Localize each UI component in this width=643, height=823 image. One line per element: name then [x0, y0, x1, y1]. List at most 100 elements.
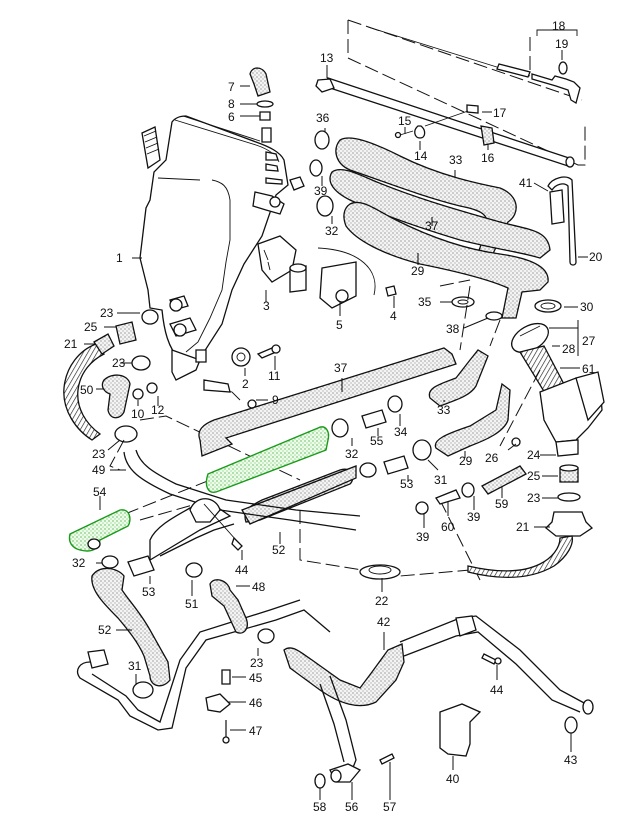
label-32-left[interactable]: 32	[72, 556, 86, 570]
label-23-e[interactable]: 23	[250, 656, 264, 670]
nut-26[interactable]	[511, 437, 521, 447]
corrugated-hose-21-lower[interactable]	[467, 535, 574, 579]
label-39-center[interactable]: 39	[416, 530, 430, 544]
label-47[interactable]: 47	[249, 724, 263, 738]
clamp-8[interactable]	[256, 100, 274, 108]
clamp-23-e[interactable]	[257, 628, 275, 644]
label-22[interactable]: 22	[375, 594, 389, 608]
label-52-lower[interactable]: 52	[98, 623, 112, 637]
hose-29-upper[interactable]	[343, 201, 549, 319]
fitting-21-right[interactable]	[545, 511, 594, 537]
label-35[interactable]: 35	[418, 295, 432, 309]
label-25-left[interactable]: 25	[84, 320, 98, 334]
label-1[interactable]: 1	[116, 251, 123, 265]
label-38[interactable]: 38	[446, 322, 460, 336]
label-55[interactable]: 55	[370, 434, 384, 448]
grommet-22[interactable]	[359, 564, 401, 580]
bolt-11[interactable]	[256, 344, 281, 359]
label-23-c[interactable]: 23	[92, 447, 106, 461]
label-31-lower[interactable]: 31	[128, 659, 142, 673]
bracket-44[interactable]	[189, 498, 243, 551]
oil-tube[interactable]	[315, 77, 575, 168]
label-51[interactable]: 51	[185, 597, 199, 611]
label-17[interactable]: 17	[493, 106, 507, 120]
label-3[interactable]: 3	[263, 299, 270, 313]
label-12[interactable]: 12	[151, 403, 165, 417]
label-41[interactable]: 41	[519, 176, 533, 190]
pipe-42[interactable]	[283, 615, 594, 715]
label-21-left[interactable]: 21	[64, 337, 78, 351]
clamp-36[interactable]	[314, 130, 330, 150]
label-14[interactable]: 14	[414, 149, 428, 163]
label-8[interactable]: 8	[228, 97, 235, 111]
bolt-57[interactable]	[379, 753, 395, 765]
label-13[interactable]: 13	[320, 51, 334, 65]
label-25-right[interactable]: 25	[527, 469, 541, 483]
label-21-right[interactable]: 21	[516, 520, 530, 534]
cap-6[interactable]	[259, 111, 271, 121]
label-44-center[interactable]: 44	[235, 563, 249, 577]
clamp-39-top[interactable]	[309, 159, 323, 177]
label-27[interactable]: 27	[582, 334, 596, 348]
hose-52-lower[interactable]	[91, 567, 171, 687]
label-58[interactable]: 58	[313, 800, 327, 814]
label-26[interactable]: 26	[485, 451, 499, 465]
label-23-a[interactable]: 23	[100, 306, 114, 320]
clamp-31-lower[interactable]	[132, 681, 154, 699]
seal-35[interactable]	[451, 296, 475, 308]
pipe-lower-vertical[interactable]	[319, 675, 357, 771]
label-23-b[interactable]: 23	[112, 356, 126, 370]
hose-highlighted-upper[interactable]	[205, 426, 330, 493]
corrugated-hose-21-left[interactable]	[63, 333, 115, 441]
label-11[interactable]: 11	[268, 369, 281, 383]
o-ring-58[interactable]	[314, 773, 326, 789]
bolt-47[interactable]	[222, 720, 230, 744]
hose-52-center[interactable]	[241, 465, 357, 525]
oil-tank[interactable]	[139, 115, 305, 401]
clamp-32-center[interactable]	[331, 418, 349, 438]
dipstick-guide-20-41[interactable]	[547, 176, 577, 266]
label-5[interactable]: 5	[336, 318, 343, 332]
clamp-32-lower-left[interactable]	[101, 555, 119, 569]
clamp-31[interactable]	[412, 439, 432, 461]
label-42[interactable]: 42	[377, 615, 391, 629]
hose-54-highlighted[interactable]	[68, 509, 131, 552]
label-40[interactable]: 40	[446, 772, 460, 786]
dipstick-assembly[interactable]	[347, 19, 586, 166]
label-53-center[interactable]: 53	[400, 477, 414, 491]
fitting-53-lower[interactable]	[127, 555, 155, 577]
label-18[interactable]: 18	[552, 19, 566, 33]
bolt-44-lower[interactable]	[481, 653, 502, 665]
label-50[interactable]: 50	[80, 383, 94, 397]
label-32-center[interactable]: 32	[345, 447, 359, 461]
bushing-12[interactable]	[146, 382, 158, 394]
hose-48[interactable]	[209, 579, 248, 634]
label-31-center[interactable]: 31	[434, 473, 448, 487]
label-60[interactable]: 60	[441, 520, 455, 534]
label-4[interactable]: 4	[390, 309, 397, 323]
breather-elbow-7[interactable]	[249, 67, 271, 97]
o-ring-43[interactable]	[564, 716, 578, 734]
label-54[interactable]: 54	[93, 485, 107, 499]
label-46[interactable]: 46	[249, 696, 263, 710]
label-24[interactable]: 24	[527, 448, 541, 462]
label-15[interactable]: 15	[398, 114, 412, 128]
label-49[interactable]: 49	[92, 463, 106, 477]
label-19[interactable]: 19	[555, 37, 569, 51]
elbow-hose-50[interactable]	[101, 374, 131, 419]
clip-14-15-17[interactable]	[394, 104, 479, 139]
fitting-53[interactable]	[383, 455, 409, 475]
label-10[interactable]: 10	[131, 407, 145, 421]
seal-38[interactable]	[485, 311, 503, 321]
seal-30[interactable]	[534, 299, 562, 313]
label-28[interactable]: 28	[562, 342, 576, 356]
fitting-55[interactable]	[361, 409, 387, 429]
label-16[interactable]: 16	[481, 151, 495, 165]
clamp-32-top[interactable]	[316, 195, 334, 217]
label-30[interactable]: 30	[580, 300, 594, 314]
clamp-23-a[interactable]	[141, 309, 159, 325]
nut-10[interactable]	[132, 388, 144, 400]
label-37-center[interactable]: 37	[334, 361, 348, 375]
sleeve-25-left[interactable]	[115, 321, 137, 345]
clamp-23-d[interactable]	[557, 492, 581, 502]
